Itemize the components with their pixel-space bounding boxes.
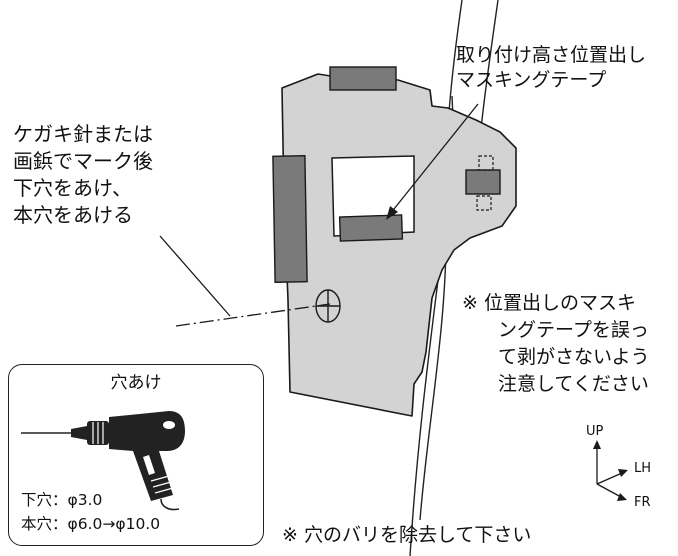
caution-line-4: 注意してください: [498, 373, 649, 395]
caution-tape-label: ※ 位置出しのマスキ ングテープを誤っ て剥がさないよう 注意してください: [462, 290, 650, 398]
main-hole-spec: 本穴：φ6.0→φ10.0: [21, 515, 161, 533]
axis-lh-label: LH: [634, 461, 652, 476]
height-tape-label: 取り付け高さ位置出し マスキングテープ: [456, 43, 646, 93]
deburr-note: ※ 穴のバリを除去して下さい: [282, 524, 532, 546]
arrow-icon: [386, 103, 479, 220]
masking-tape-top: [329, 66, 397, 91]
caution-line-1: ※ 位置出しのマスキ: [462, 292, 636, 314]
caution-line-2: ングテープを誤っ: [498, 319, 649, 341]
masking-tape-window: [338, 214, 404, 242]
drill-icon: [21, 411, 185, 511]
height-tape-line-1: 取り付け高さ位置出し: [456, 44, 647, 66]
marking-line-4: 本穴をあける: [13, 203, 133, 227]
pilot-hole-spec: 下穴：φ3.0: [21, 491, 103, 509]
axis-up-label: UP: [586, 424, 604, 439]
dashed-clip-upper: [478, 155, 494, 171]
direction-axes: [593, 440, 628, 501]
drill-spec-box: 穴あけ 下穴：φ3.0 本穴：φ6.0→φ10.0: [8, 364, 264, 546]
marking-line-1: ケガキ針または: [13, 122, 153, 146]
hole-axis-line: [175, 303, 331, 327]
caution-line-3: て剥がさないよう: [498, 346, 650, 368]
marking-leader: [159, 235, 231, 317]
marking-line-3: 下穴をあけ、: [13, 176, 132, 200]
target-mark-icon: [315, 289, 341, 323]
marking-line-2: 画鋲でマーク後: [13, 149, 153, 173]
dashed-clip-lower: [476, 195, 492, 211]
height-tape-line-2: マスキングテープ: [456, 69, 607, 91]
drill-box-title: 穴あけ: [110, 373, 162, 393]
masking-tape-right: [465, 169, 501, 195]
marking-label: ケガキ針または 画鋲でマーク後 下穴をあけ、 本穴をあける: [13, 121, 153, 229]
axis-fr-label: FR: [634, 495, 651, 510]
masking-tape-left: [272, 155, 308, 283]
